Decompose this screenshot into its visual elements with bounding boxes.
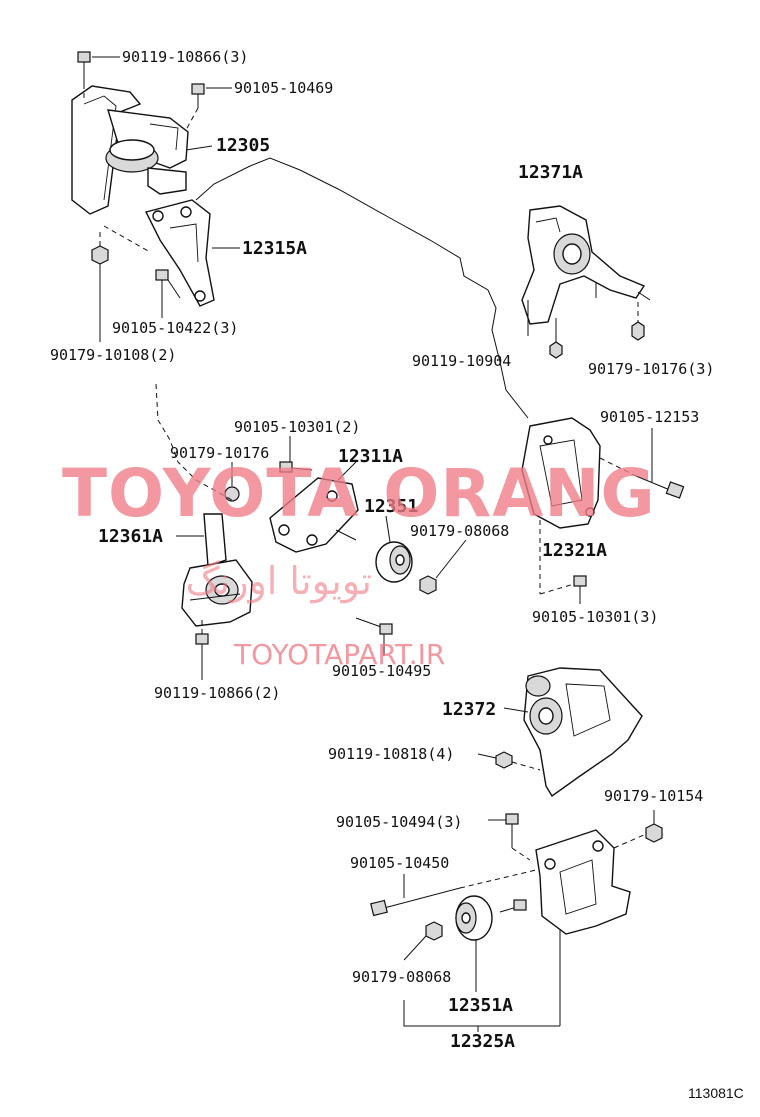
bolt-90119-10904-drawing bbox=[549, 318, 563, 359]
watermark: TOYOTA ORANG تویوتا اورنگ TOYOTAPART.IR bbox=[62, 455, 656, 671]
label-90105-10494-3: 90105-10494(3) bbox=[336, 813, 462, 831]
label-90179-10176: 90179-10176 bbox=[170, 444, 269, 462]
bolt-90105-10301-2-drawing bbox=[279, 436, 313, 473]
bolt-90119-10866-drawing bbox=[77, 51, 120, 100]
label-90179-08068-a: 90179-08068 bbox=[410, 522, 509, 540]
bolt-90105-10495-drawing bbox=[355, 617, 393, 656]
bolt-90105-12153-drawing bbox=[599, 428, 685, 499]
nut-90179-10176-3-drawing bbox=[631, 302, 645, 341]
label-12371a: 12371A bbox=[518, 162, 583, 183]
bolt-90105-10422-drawing bbox=[155, 269, 181, 318]
nut-90179-08068-a-drawing bbox=[419, 539, 467, 595]
label-90179-10108-2: 90179-10108(2) bbox=[50, 346, 176, 364]
bolt-90105-10494-drawing bbox=[488, 813, 531, 861]
bolt-90119-10866-2-drawing bbox=[195, 620, 209, 680]
label-12321a: 12321A bbox=[542, 540, 607, 561]
mount-12361a-drawing bbox=[176, 513, 253, 627]
label-12372: 12372 bbox=[442, 699, 496, 720]
mount-12371a-drawing bbox=[521, 205, 651, 336]
label-90119-10818-4: 90119-10818(4) bbox=[328, 745, 454, 763]
label-90119-10866-3: 90119-10866(3) bbox=[122, 48, 248, 66]
nut-90179-10108-drawing bbox=[91, 232, 109, 342]
label-90105-10469: 90105-10469 bbox=[234, 79, 333, 97]
bush-12351a-drawing bbox=[455, 895, 527, 992]
bolt-90105-10301-3-drawing bbox=[539, 575, 587, 604]
label-90179-10176-3: 90179-10176(3) bbox=[588, 360, 714, 378]
label-90179-08068-b: 90179-08068 bbox=[352, 968, 451, 986]
label-90105-10301-2: 90105-10301(2) bbox=[234, 418, 360, 436]
watermark-persian: تویوتا اورنگ bbox=[186, 559, 373, 604]
mount-12305-drawing bbox=[71, 85, 189, 215]
bracket-12321a-drawing bbox=[521, 417, 601, 594]
label-90105-12153: 90105-12153 bbox=[600, 408, 699, 426]
bracket-12315a-drawing bbox=[144, 199, 240, 307]
label-90105-10422-3: 90105-10422(3) bbox=[112, 319, 238, 337]
mount-12372-drawing bbox=[503, 667, 643, 798]
nut-90179-08068-b-drawing bbox=[403, 921, 443, 961]
label-12305: 12305 bbox=[216, 135, 270, 156]
label-12361a: 12361A bbox=[98, 526, 163, 547]
bracket-12311a-drawing bbox=[269, 461, 359, 553]
label-90119-10904: 90119-10904 bbox=[412, 352, 511, 370]
label-90105-10495: 90105-10495 bbox=[332, 662, 431, 680]
label-12351a: 12351A bbox=[448, 995, 513, 1016]
bolt-90105-10450-drawing bbox=[370, 869, 537, 917]
label-12325a: 12325A bbox=[450, 1031, 515, 1052]
label-90105-10450: 90105-10450 bbox=[350, 854, 449, 872]
nut-90179-10154-drawing bbox=[613, 810, 663, 849]
label-12351: 12351 bbox=[364, 496, 418, 517]
watermark-url: TOYOTAPART.IR bbox=[233, 638, 445, 671]
bolt-90119-10818-drawing bbox=[477, 751, 541, 771]
watermark-brand: TOYOTA ORANG bbox=[62, 455, 656, 532]
reference-code: 113081C bbox=[688, 1085, 744, 1101]
label-90105-10301-3: 90105-10301(3) bbox=[532, 608, 658, 626]
bolt-90105-10469-drawing bbox=[185, 83, 232, 131]
label-12315a: 12315A bbox=[242, 238, 307, 259]
bracket-12325a-drawing bbox=[535, 829, 631, 1026]
label-90119-10866-2: 90119-10866(2) bbox=[154, 684, 280, 702]
label-90179-10154: 90179-10154 bbox=[604, 787, 703, 805]
bush-12351-drawing bbox=[375, 515, 413, 583]
label-12311a: 12311A bbox=[338, 446, 403, 467]
part-labels: 90119-10866(3) 90105-10469 12305 12371A … bbox=[50, 48, 714, 1052]
